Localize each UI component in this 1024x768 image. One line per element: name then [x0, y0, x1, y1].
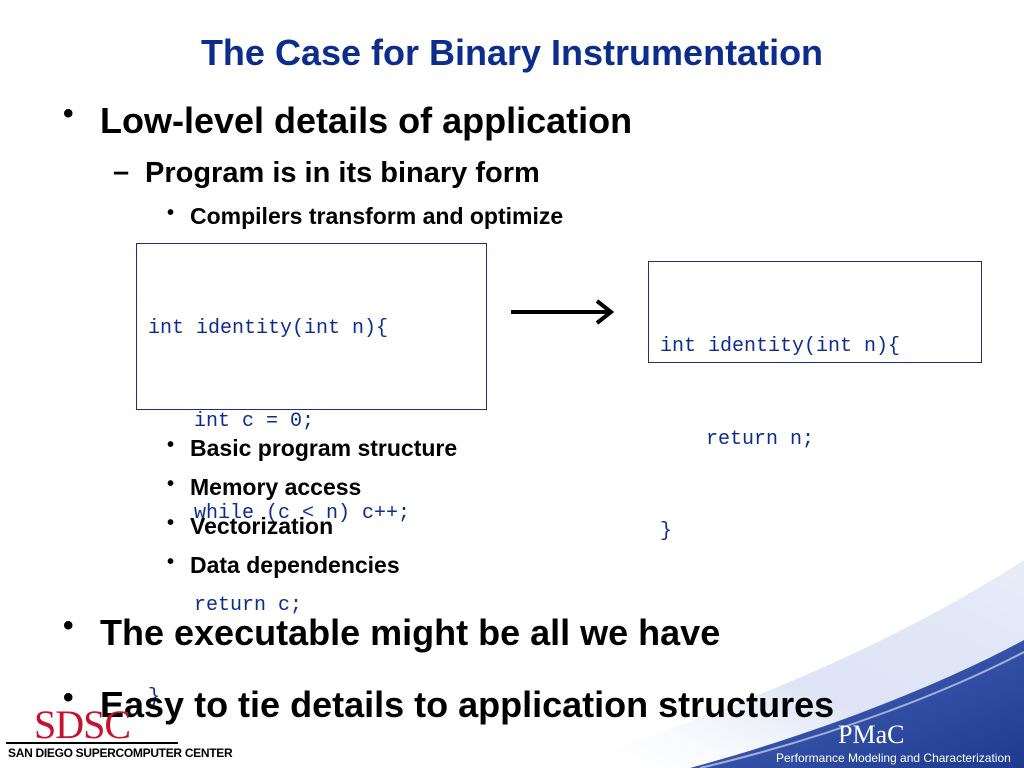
pmac-logo: PMaC — [838, 720, 905, 749]
bullet-dot: • — [167, 434, 175, 456]
bullet-dot: • — [63, 609, 74, 642]
code-line: while (c < n) c++; — [194, 501, 411, 525]
code-line: } — [148, 685, 161, 709]
bullet-dot: • — [63, 97, 74, 130]
bullet-dot: • — [167, 202, 175, 224]
bullet-dot: • — [167, 473, 175, 495]
subsubbullet-compilers: • Compilers transform and optimize — [167, 202, 564, 230]
feature-item: • Vectorization — [167, 512, 334, 540]
code-line: int identity(int n){ — [148, 317, 389, 341]
subbullet-binary-form: – Program is in its binary form — [113, 156, 540, 190]
code-line: int c = 0; — [194, 409, 315, 433]
feature-text: Basic program structure — [190, 435, 458, 461]
code-box-original: int identity(int n){ int c = 0; while (c… — [136, 243, 487, 709]
sdsc-org-name: SAN DIEGO SUPERCOMPUTER CENTER — [8, 746, 233, 760]
bullet-dot: • — [167, 512, 175, 534]
bullet-low-level-details: • Low-level details of application — [63, 97, 633, 142]
bullet-text: Program is in its binary form — [145, 157, 540, 189]
right-arrow-icon — [511, 299, 615, 325]
bullet-executable: • The executable might be all we have — [63, 609, 721, 654]
feature-item: • Data dependencies — [167, 551, 400, 579]
feature-text: Memory access — [190, 474, 362, 500]
slide-title: The Case for Binary Instrumentation — [200, 32, 824, 73]
bullet-text: Compilers transform and optimize — [190, 203, 564, 229]
bullet-text: The executable might be all we have — [100, 612, 721, 653]
bullet-dot: • — [63, 681, 74, 714]
code-line: return n; — [706, 427, 815, 451]
feature-text: Data dependencies — [190, 552, 400, 578]
code-line: return c; — [194, 593, 303, 617]
bullet-easy-to-tie: • Easy to tie details to application str… — [63, 681, 835, 726]
pmac-group-name: Performance Modeling and Characterizatio… — [776, 751, 1011, 765]
logo-divider — [6, 742, 178, 744]
bullet-dot: • — [167, 551, 175, 573]
sdsc-logo: SDSC — [34, 702, 131, 747]
feature-item: • Memory access — [167, 473, 362, 501]
feature-item: • Basic program structure — [167, 434, 458, 462]
code-line: int identity(int n){ — [660, 335, 901, 359]
bullet-text: Low-level details of application — [100, 100, 633, 141]
code-line: } — [660, 519, 673, 543]
feature-text: Vectorization — [190, 513, 334, 539]
code-box-optimized: int identity(int n){ return n; } — [648, 261, 982, 543]
bullet-text: Easy to tie details to application struc… — [100, 684, 835, 725]
bullet-dash: – — [113, 156, 130, 188]
